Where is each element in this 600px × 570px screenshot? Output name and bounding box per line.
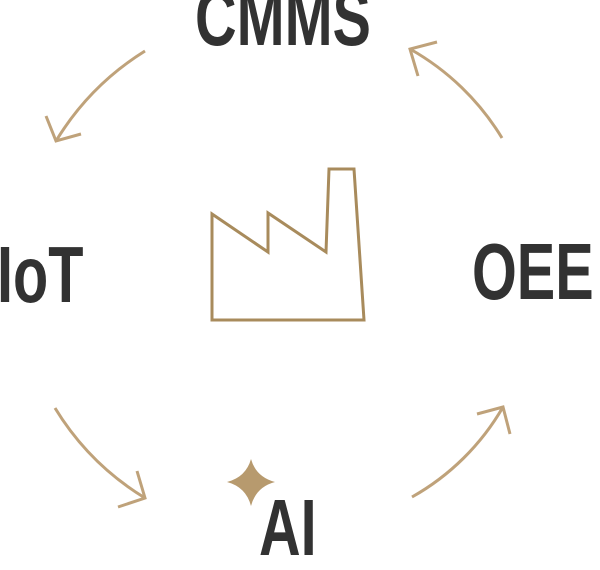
label-ai: AI (259, 483, 317, 570)
arrow-iot-to-ai-icon (53, 407, 147, 509)
arrow-ai-to-oee-icon (411, 405, 512, 499)
label-iot: IoT (0, 230, 84, 319)
arrow-oee-to-cmms-icon (408, 40, 504, 139)
sparkle-icon (227, 459, 275, 506)
label-cmms: CMMS (195, 0, 371, 62)
label-oee: OEE (472, 227, 594, 316)
factory-icon (210, 167, 366, 322)
arrow-cmms-to-iot-icon (44, 49, 146, 143)
